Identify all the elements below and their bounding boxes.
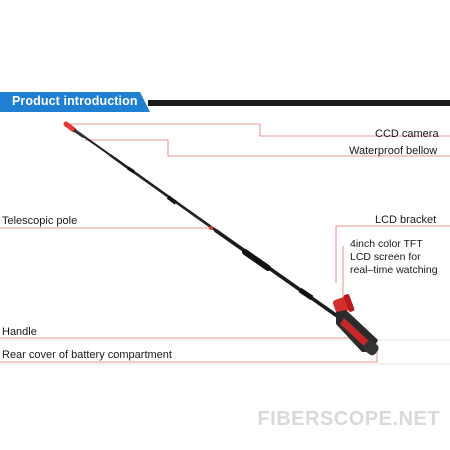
header-tab-shape [0, 92, 150, 112]
label-waterproof-bellow: Waterproof bellow [349, 145, 438, 157]
label-lcd-bracket: LCD bracket [375, 214, 437, 226]
ccd-camera-shape [63, 121, 85, 139]
label-lcd-screen: 4inch color TFT LCD screen for real–time… [350, 238, 438, 277]
section-header-tab [0, 92, 150, 112]
lcd-screen-line-3: real–time watching [350, 264, 438, 276]
lcd-screen-line-1: 4inch color TFT [350, 238, 423, 250]
label-telescopic-pole: Telescopic pole [2, 215, 78, 227]
header-divider-bar [148, 100, 450, 106]
telescopic-pole-shape [71, 127, 342, 320]
leader-ccd-camera [70, 123, 450, 137]
leader-battery-cover [0, 350, 378, 363]
label-ccd-camera: CCD camera [375, 128, 439, 140]
leader-lcd-bracket [335, 225, 450, 283]
leader-handle [0, 332, 361, 339]
watermark-text: FIBERSCOPE.NET [257, 408, 440, 430]
lcd-screen-line-2: LCD screen for [350, 251, 421, 263]
leader-waterproof-bellow [85, 139, 450, 157]
label-battery-cover: Rear cover of battery compartment [2, 349, 172, 361]
label-handle: Handle [2, 326, 37, 338]
section-title: Product introduction [12, 94, 138, 108]
handle-shape [336, 310, 379, 356]
lcd-bracket-shape [332, 294, 355, 314]
